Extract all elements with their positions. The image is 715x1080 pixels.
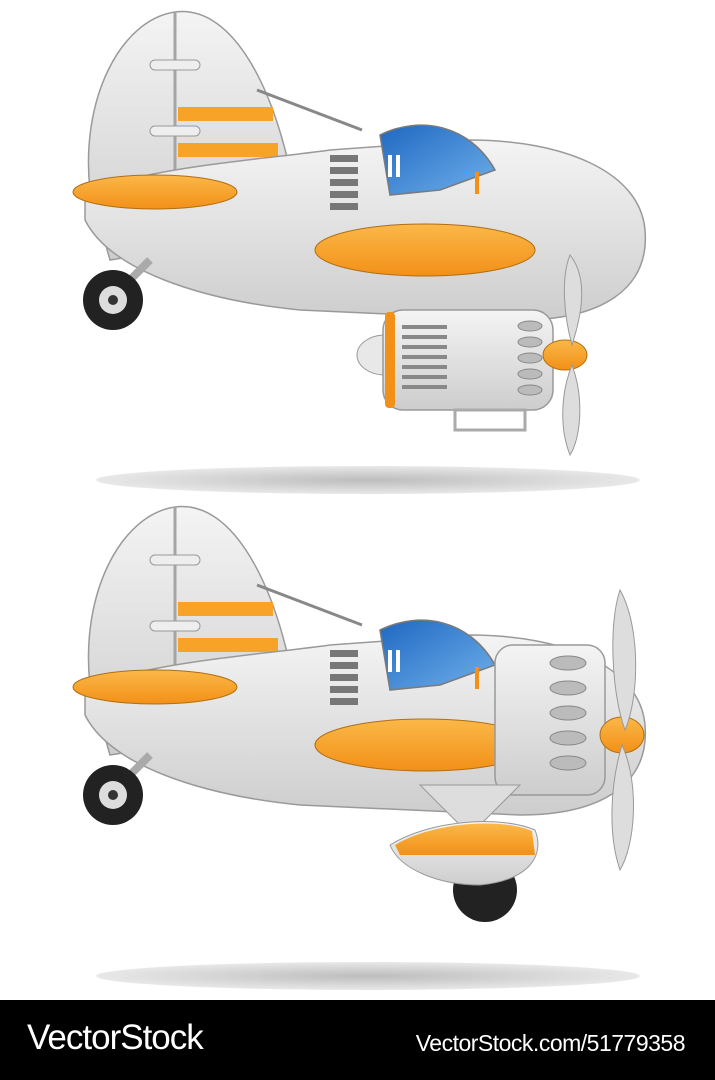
plane-bottom — [73, 507, 645, 922]
plane-top — [73, 12, 645, 457]
watermark-bar: VectorStock VectorStock.com/51779358 — [0, 1000, 715, 1080]
image-url-text: VectorStock.com/51779358 — [415, 1030, 686, 1056]
ground-shadow-top — [96, 466, 640, 494]
ground-shadow-bottom — [96, 962, 640, 990]
illustration — [0, 0, 715, 990]
brand-logo-text: VectorStock — [27, 1018, 204, 1057]
